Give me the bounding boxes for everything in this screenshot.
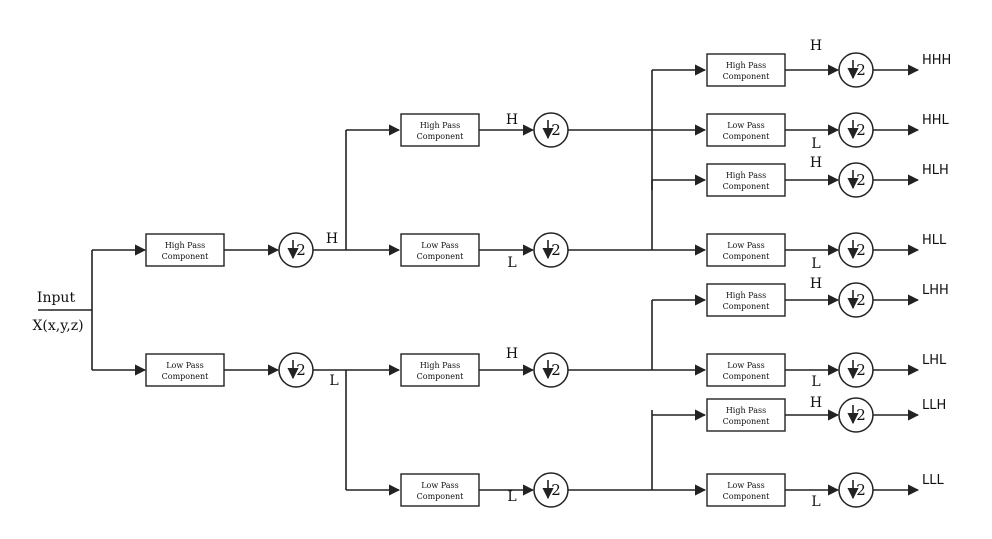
l3-lll-filter-label-line2: Component [723,492,771,501]
l1-low-filter-label-line2: Component [162,372,210,381]
l2-hl-downsample-factor: 2 [551,241,561,259]
output-label-hll: HLL [922,233,947,248]
l3-hhl-filter-label-line2: Component [723,132,771,141]
l3-lhh-filter-label-line1: High Pass [726,291,766,300]
l1-high-downsample-factor: 2 [296,241,306,259]
output-label-hhh: HHH [922,53,951,68]
output-label-hhl: HHL [922,113,950,128]
l3-hll-branch-label: L [811,256,820,272]
l2-hh-filter-label-line1: High Pass [420,121,460,130]
l3-hhh-downsample-factor: 2 [856,61,866,79]
l3-hhl-filter [706,113,786,147]
l1-low-filter-label-line1: Low Pass [166,361,204,370]
l2-hh-filter-label-line2: Component [417,132,465,141]
l3-hlh-filter-label-line2: Component [723,182,771,191]
l3-lhl-filter-label-line1: Low Pass [727,361,765,370]
l3-lhl-filter-label-line2: Component [723,372,771,381]
l3-hlh-branch-label: H [810,155,822,171]
l2-lh-filter [400,353,480,387]
output-label-llh: LLH [922,398,946,413]
l2-lh-downsample-factor: 2 [551,361,561,379]
l3-lll-filter [706,473,786,507]
l3-llh-filter-label-line1: High Pass [726,406,766,415]
l2-ll-downsample-factor: 2 [551,481,561,499]
l2-ll-filter-label-line1: Low Pass [421,481,459,490]
l2-lh-branch-label: H [506,346,518,362]
l3-hhl-branch-label: L [811,136,820,152]
l3-lll-branch-label: L [811,494,820,510]
l3-lhh-downsample-factor: 2 [856,291,866,309]
l3-lhh-filter [706,283,786,317]
l3-llh-branch-label: H [810,395,822,411]
l3-llh-filter [706,398,786,432]
l2-hl-filter-label-line1: Low Pass [421,241,459,250]
l3-llh-filter-label-line2: Component [723,417,771,426]
l3-hhl-filter-label-line1: Low Pass [727,121,765,130]
l1-low-filter [145,353,225,387]
l3-hll-downsample-factor: 2 [856,241,866,259]
l2-lh-filter-label-line2: Component [417,372,465,381]
l3-hll-filter-label-line1: Low Pass [727,241,765,250]
l3-hhl-downsample-factor: 2 [856,121,866,139]
output-label-lhh: LHH [922,283,949,298]
l3-hlh-filter [706,163,786,197]
output-label-lhl: LHL [922,353,947,368]
l3-hhh-branch-label: H [810,38,822,54]
l2-hl-branch-label: L [507,255,516,271]
l3-lhh-filter-label-line2: Component [723,302,771,311]
output-label-lll: LLL [922,473,944,488]
l2-lh-filter-label-line1: High Pass [420,361,460,370]
l2-hl-filter-label-line2: Component [417,252,465,261]
l3-llh-downsample-factor: 2 [856,406,866,424]
l3-lhh-branch-label: H [810,276,822,292]
l3-lhl-downsample-factor: 2 [856,361,866,379]
l1-high-filter [145,233,225,267]
l1-high-filter-label-line1: High Pass [165,241,205,250]
l3-hll-filter-label-line2: Component [723,252,771,261]
l3-hll-filter [706,233,786,267]
l3-hhh-filter-label-line1: High Pass [726,61,766,70]
l3-hhh-filter-label-line2: Component [723,72,771,81]
l2-hh-downsample-factor: 2 [551,121,561,139]
l3-lhl-filter [706,353,786,387]
l2-hl-filter [400,233,480,267]
l2-ll-branch-label: L [507,489,516,505]
l1-low-downsample-factor: 2 [296,361,306,379]
l2-hh-branch-label: H [506,112,518,128]
l3-lll-downsample-factor: 2 [856,481,866,499]
l2-hh-filter [400,113,480,147]
l3-hhh-filter [706,53,786,87]
l1-high-branch-label: H [326,231,338,247]
input-title: Input [37,290,76,306]
l3-hlh-filter-label-line1: High Pass [726,171,766,180]
l3-hlh-downsample-factor: 2 [856,171,866,189]
l1-low-branch-label: L [329,373,338,389]
l3-lll-filter-label-line1: Low Pass [727,481,765,490]
l2-ll-filter-label-line2: Component [417,492,465,501]
l1-high-filter-label-line2: Component [162,252,210,261]
output-label-hlh: HLH [922,163,949,178]
l2-ll-filter [400,473,480,507]
input-signal: X(x,y,z) [32,318,83,334]
l3-lhl-branch-label: L [811,374,820,390]
